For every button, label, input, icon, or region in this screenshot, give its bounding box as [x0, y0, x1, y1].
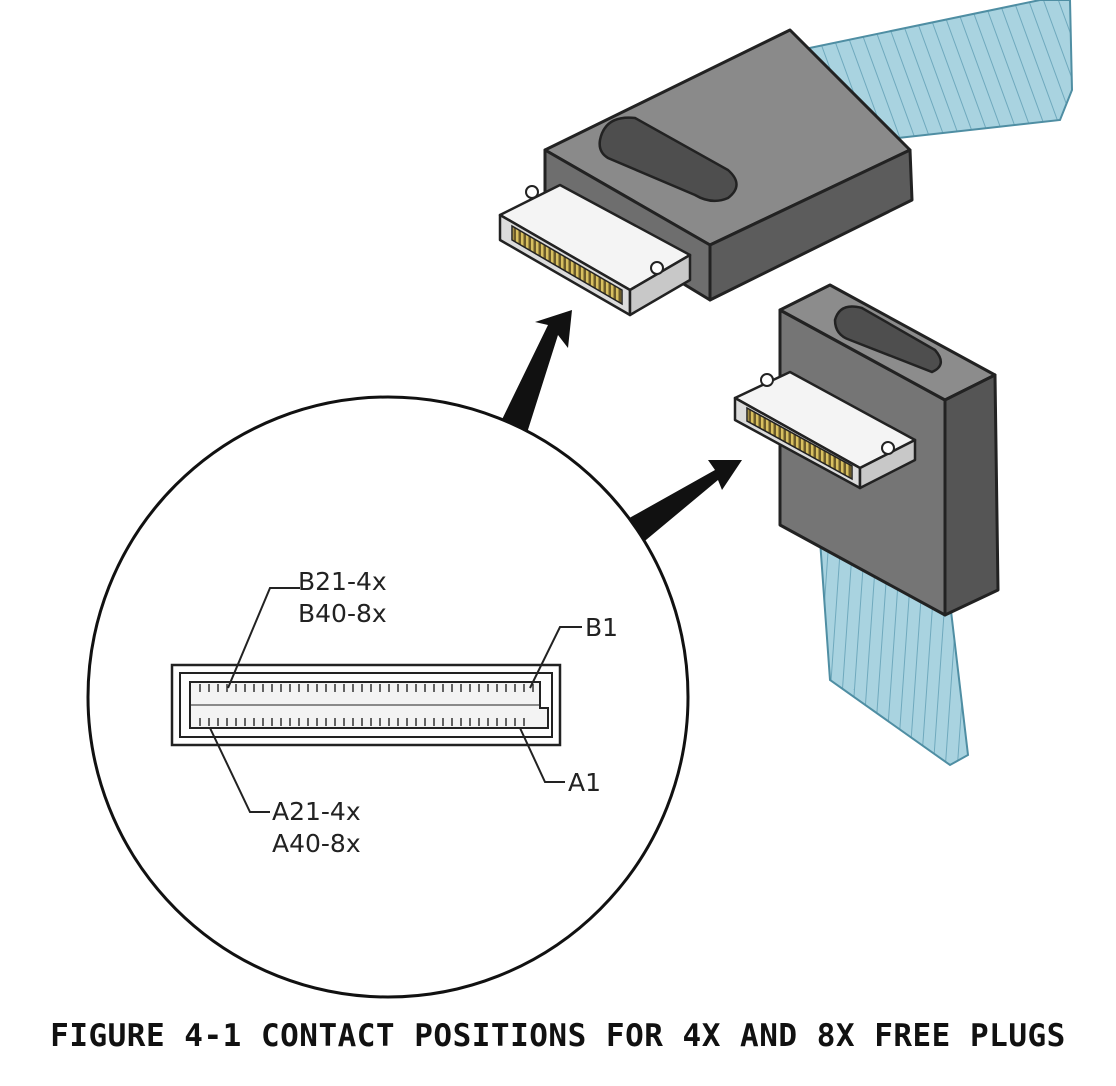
detail-view: B21-4x B40-8x B1 A21-4x A40-8x A1 — [86, 395, 690, 999]
figure-caption: FIGURE 4-1 CONTACT POSITIONS FOR 4X AND … — [50, 1018, 1066, 1054]
label-a1: A1 — [568, 768, 601, 797]
pull-tab — [598, 116, 738, 203]
housing-side-face-2 — [943, 373, 1000, 617]
label-b1: B1 — [585, 613, 618, 642]
right-angle-plug — [733, 283, 1000, 767]
contact-slot-top — [511, 224, 623, 306]
label-b40-8x: B40-8x — [298, 599, 387, 628]
arrow-to-top-plug — [492, 310, 572, 455]
leader-b21 — [227, 587, 300, 689]
contact-row-a — [199, 718, 525, 726]
pointer-arrows — [492, 310, 742, 555]
pull-tab-2 — [833, 305, 942, 374]
connector-face-outline — [170, 663, 562, 747]
arrow-to-bottom-plug — [608, 460, 742, 555]
label-a21-4x: A21-4x — [272, 797, 361, 826]
connector-diagram: B21-4x B40-8x B1 A21-4x A40-8x A1 — [86, 0, 1074, 999]
leader-a1 — [519, 727, 565, 783]
contact-row-b — [199, 684, 534, 692]
label-b21-4x: B21-4x — [298, 567, 387, 596]
label-a40-8x: A40-8x — [272, 829, 361, 858]
leader-a21 — [209, 727, 270, 813]
leader-b1 — [529, 626, 582, 689]
leader-lines — [209, 587, 582, 813]
straight-plug — [498, 0, 1074, 317]
contact-slot-bottom — [746, 406, 853, 481]
